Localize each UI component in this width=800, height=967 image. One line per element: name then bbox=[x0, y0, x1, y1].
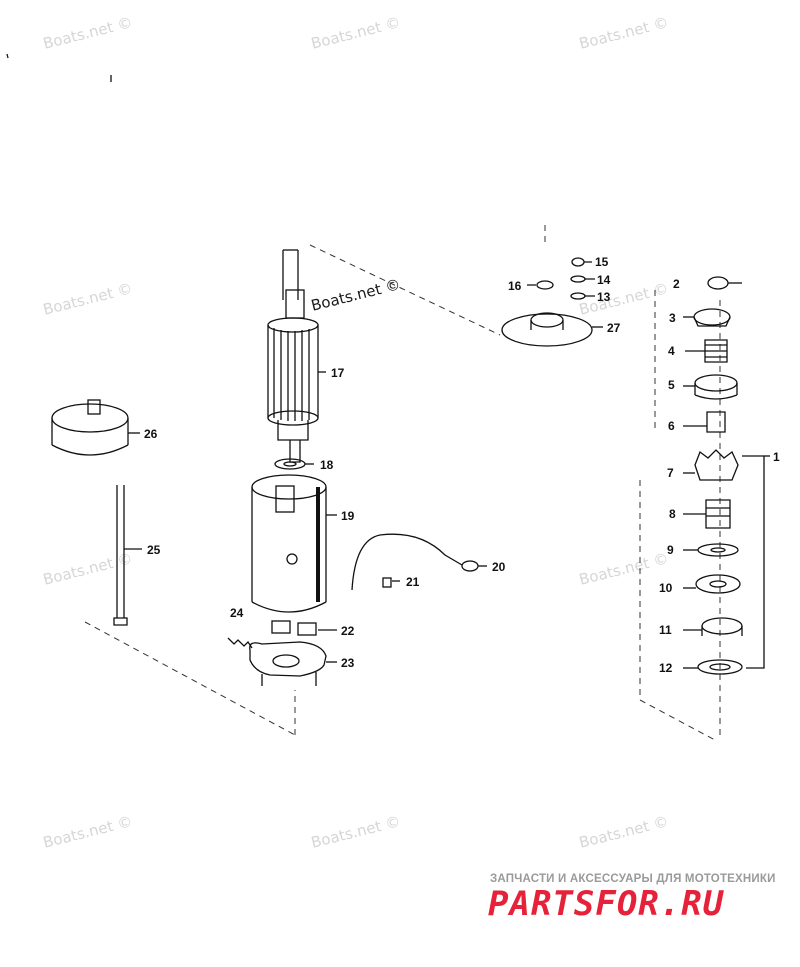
callout-13: 13 bbox=[597, 290, 611, 304]
callout-6: 6 bbox=[668, 419, 675, 433]
callout-18: 18 bbox=[320, 458, 334, 472]
callout-1: 1 bbox=[773, 450, 780, 464]
callout-5: 5 bbox=[668, 378, 675, 392]
callout-19: 19 bbox=[341, 509, 355, 523]
callout-8: 8 bbox=[669, 507, 676, 521]
callout-26: 26 bbox=[144, 427, 158, 441]
callout-3: 3 bbox=[669, 311, 676, 325]
callout-12: 12 bbox=[659, 661, 673, 675]
callout-15: 15 bbox=[595, 255, 609, 269]
callout-27: 27 bbox=[607, 321, 621, 335]
callout-20: 20 bbox=[492, 560, 506, 574]
callout-11: 11 bbox=[659, 623, 672, 637]
callout-21: 21 bbox=[406, 575, 420, 589]
callout-25: 25 bbox=[147, 543, 161, 557]
callout-14: 14 bbox=[597, 273, 611, 287]
brand-logo-text: PARTSFOR.RU bbox=[488, 884, 725, 924]
motor-frame bbox=[251, 474, 337, 613]
armature bbox=[267, 249, 326, 463]
callout-17: 17 bbox=[331, 366, 345, 380]
callout-10: 10 bbox=[659, 581, 673, 595]
callout-24: 24 bbox=[230, 606, 244, 620]
callout-2: 2 bbox=[673, 277, 680, 291]
callout-23: 23 bbox=[341, 656, 355, 670]
callout-16: 16 bbox=[508, 279, 522, 293]
callout-22: 22 bbox=[341, 624, 355, 638]
callout-7: 7 bbox=[667, 466, 674, 480]
brand-tagline: ЗАПЧАСТИ И АКСЕССУАРЫ ДЛЯ МОТОТЕХНИКИ bbox=[490, 873, 776, 885]
end-cap bbox=[51, 399, 140, 456]
callout-4: 4 bbox=[668, 344, 675, 358]
callout-9: 9 bbox=[667, 543, 674, 557]
